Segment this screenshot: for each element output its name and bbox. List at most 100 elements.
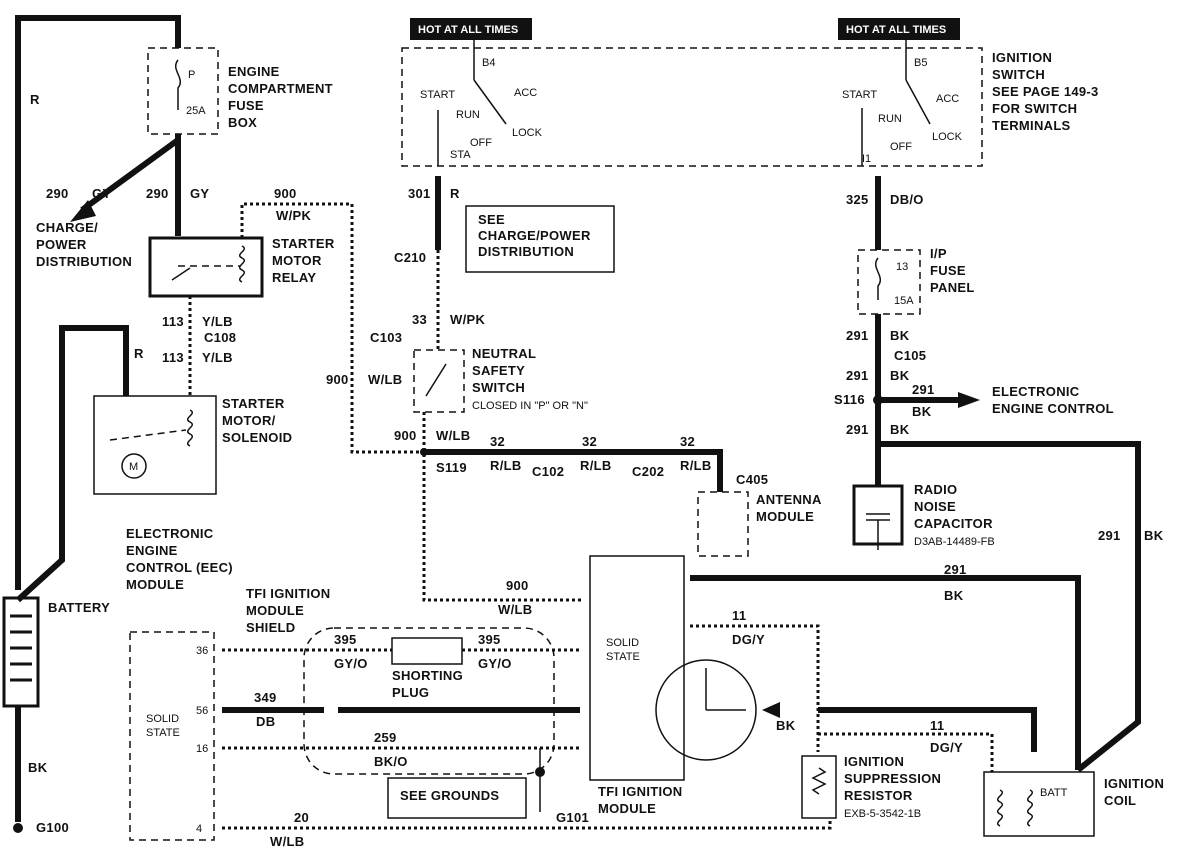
svg-text:SUPPRESSION: SUPPRESSION bbox=[844, 771, 941, 786]
svg-text:RADIO: RADIO bbox=[914, 482, 957, 497]
svg-text:900: 900 bbox=[326, 372, 349, 387]
svg-text:STATE: STATE bbox=[146, 727, 180, 739]
svg-text:ENGINE CONTROL: ENGINE CONTROL bbox=[992, 401, 1114, 416]
wire-wpk-900: 900 W/PK C103 900 W/LB bbox=[240, 186, 420, 454]
svg-text:291: 291 bbox=[912, 382, 935, 397]
svg-text:W/LB: W/LB bbox=[270, 834, 304, 849]
svg-text:G100: G100 bbox=[36, 820, 69, 835]
svg-text:GY/O: GY/O bbox=[334, 656, 368, 671]
svg-text:GY: GY bbox=[92, 186, 111, 201]
starter-relay: STARTER MOTOR RELAY bbox=[148, 236, 335, 298]
svg-text:FUSE: FUSE bbox=[930, 263, 966, 278]
svg-text:BK: BK bbox=[890, 328, 910, 343]
suppression-resistor: IGNITION SUPPRESSION RESISTOR EXB-5-3542… bbox=[801, 754, 941, 820]
svg-text:OFF: OFF bbox=[470, 137, 492, 149]
svg-text:4: 4 bbox=[196, 823, 202, 835]
wire-gyo-395: 395 GY/O 395 GY/O SHORTING PLUG bbox=[222, 632, 580, 700]
svg-text:16: 16 bbox=[196, 743, 208, 755]
svg-text:LOCK: LOCK bbox=[512, 127, 543, 139]
svg-text:DISTRIBUTION: DISTRIBUTION bbox=[36, 254, 132, 269]
svg-text:32: 32 bbox=[680, 434, 695, 449]
hot-tag-left: HOT AT ALL TIMES bbox=[410, 18, 532, 40]
svg-text:R: R bbox=[134, 346, 144, 361]
starter-solenoid: M STARTER MOTOR/ SOLENOID bbox=[93, 395, 292, 495]
svg-text:RUN: RUN bbox=[878, 113, 902, 125]
svg-text:C105: C105 bbox=[894, 348, 926, 363]
wire-r-solenoid: R bbox=[15, 325, 144, 603]
svg-text:ENGINE: ENGINE bbox=[126, 543, 178, 558]
svg-text:STARTER: STARTER bbox=[222, 396, 285, 411]
svg-text:B5: B5 bbox=[914, 57, 927, 69]
svg-text:RESISTOR: RESISTOR bbox=[844, 788, 913, 803]
svg-text:SEE PAGE 149-3: SEE PAGE 149-3 bbox=[992, 84, 1099, 99]
svg-text:BK: BK bbox=[28, 760, 48, 775]
svg-text:259: 259 bbox=[374, 730, 397, 745]
svg-text:BATT: BATT bbox=[1040, 787, 1068, 799]
svg-text:COMPARTMENT: COMPARTMENT bbox=[228, 81, 333, 96]
svg-text:C202: C202 bbox=[632, 464, 664, 479]
svg-text:RELAY: RELAY bbox=[272, 270, 316, 285]
svg-text:POWER: POWER bbox=[36, 237, 87, 252]
svg-text:CHARGE/POWER: CHARGE/POWER bbox=[478, 228, 591, 243]
svg-text:395: 395 bbox=[334, 632, 357, 647]
svg-text:HOT AT ALL TIMES: HOT AT ALL TIMES bbox=[846, 24, 946, 36]
svg-text:DG/Y: DG/Y bbox=[732, 632, 765, 647]
svg-text:MODULE: MODULE bbox=[126, 577, 184, 592]
svg-text:36: 36 bbox=[196, 645, 208, 657]
svg-text:BK: BK bbox=[1144, 528, 1164, 543]
svg-text:FUSE: FUSE bbox=[228, 98, 264, 113]
wire-900-32: 900 W/LB S119 32 R/LB C102 32 R/LB C202 … bbox=[394, 412, 723, 617]
svg-text:11: 11 bbox=[732, 608, 746, 623]
svg-text:RUN: RUN bbox=[456, 109, 480, 121]
svg-text:ELECTRONIC: ELECTRONIC bbox=[126, 526, 214, 541]
svg-text:BK/O: BK/O bbox=[374, 754, 408, 769]
svg-text:291: 291 bbox=[944, 562, 967, 577]
svg-text:I/P: I/P bbox=[930, 246, 947, 261]
svg-text:C405: C405 bbox=[736, 472, 768, 487]
svg-text:SOLID: SOLID bbox=[606, 637, 639, 649]
svg-text:FOR SWITCH: FOR SWITCH bbox=[992, 101, 1077, 116]
battery: BATTERY BK G100 bbox=[2, 596, 110, 835]
svg-text:W/PK: W/PK bbox=[276, 208, 311, 223]
svg-text:IGNITION: IGNITION bbox=[1104, 776, 1164, 791]
svg-text:ACC: ACC bbox=[514, 87, 537, 99]
wire-r-battery: R bbox=[15, 15, 181, 590]
svg-text:291: 291 bbox=[846, 422, 869, 437]
wire-color: R bbox=[30, 92, 40, 107]
svg-text:MODULE: MODULE bbox=[756, 509, 814, 524]
eec-label: ELECTRONIC ENGINE CONTROL (EEC) MODULE bbox=[126, 526, 233, 592]
tfi-module: SOLID STATE TFI IGNITION MODULE bbox=[589, 555, 757, 816]
svg-text:GY/O: GY/O bbox=[478, 656, 512, 671]
ip-fuse-panel: 13 15A I/P FUSE PANEL bbox=[857, 246, 974, 315]
svg-text:33: 33 bbox=[412, 312, 427, 327]
svg-text:BATTERY: BATTERY bbox=[48, 600, 110, 615]
svg-text:PLUG: PLUG bbox=[392, 685, 429, 700]
svg-text:SWITCH: SWITCH bbox=[992, 67, 1045, 82]
svg-text:SEE: SEE bbox=[478, 212, 505, 227]
svg-text:W/LB: W/LB bbox=[368, 372, 402, 387]
wire-db-349: 349 DB bbox=[222, 690, 580, 729]
svg-text:32: 32 bbox=[490, 434, 505, 449]
svg-text:BOX: BOX bbox=[228, 115, 257, 130]
svg-text:291: 291 bbox=[846, 328, 869, 343]
svg-text:SWITCH: SWITCH bbox=[472, 380, 525, 395]
svg-text:P: P bbox=[188, 69, 195, 81]
svg-text:15A: 15A bbox=[894, 295, 914, 307]
svg-text:TERMINALS: TERMINALS bbox=[992, 118, 1071, 133]
svg-text:20: 20 bbox=[294, 810, 309, 825]
svg-text:TFI IGNITION: TFI IGNITION bbox=[246, 586, 330, 601]
svg-text:BK: BK bbox=[912, 404, 932, 419]
svg-text:349: 349 bbox=[254, 690, 277, 705]
wire-dgy-11: 11 DG/Y 11 DG/Y BK bbox=[690, 608, 1037, 772]
svg-text:291: 291 bbox=[1098, 528, 1121, 543]
see-charge-note: SEE CHARGE/POWER DISTRIBUTION bbox=[465, 205, 615, 273]
svg-text:EXB-5-3542-1B: EXB-5-3542-1B bbox=[844, 808, 921, 820]
wire-325: 325 DB/O bbox=[846, 176, 923, 250]
wire-gy: 290 GY 290 GY CHARGE/ POWER DISTRIBUTION bbox=[36, 134, 209, 269]
svg-text:IGNITION: IGNITION bbox=[844, 754, 904, 769]
svg-text:MODULE: MODULE bbox=[598, 801, 656, 816]
eec-solid-state-box: SOLID STATE 36 56 16 4 bbox=[129, 631, 215, 841]
svg-text:290: 290 bbox=[46, 186, 69, 201]
svg-text:TFI IGNITION: TFI IGNITION bbox=[598, 784, 682, 799]
